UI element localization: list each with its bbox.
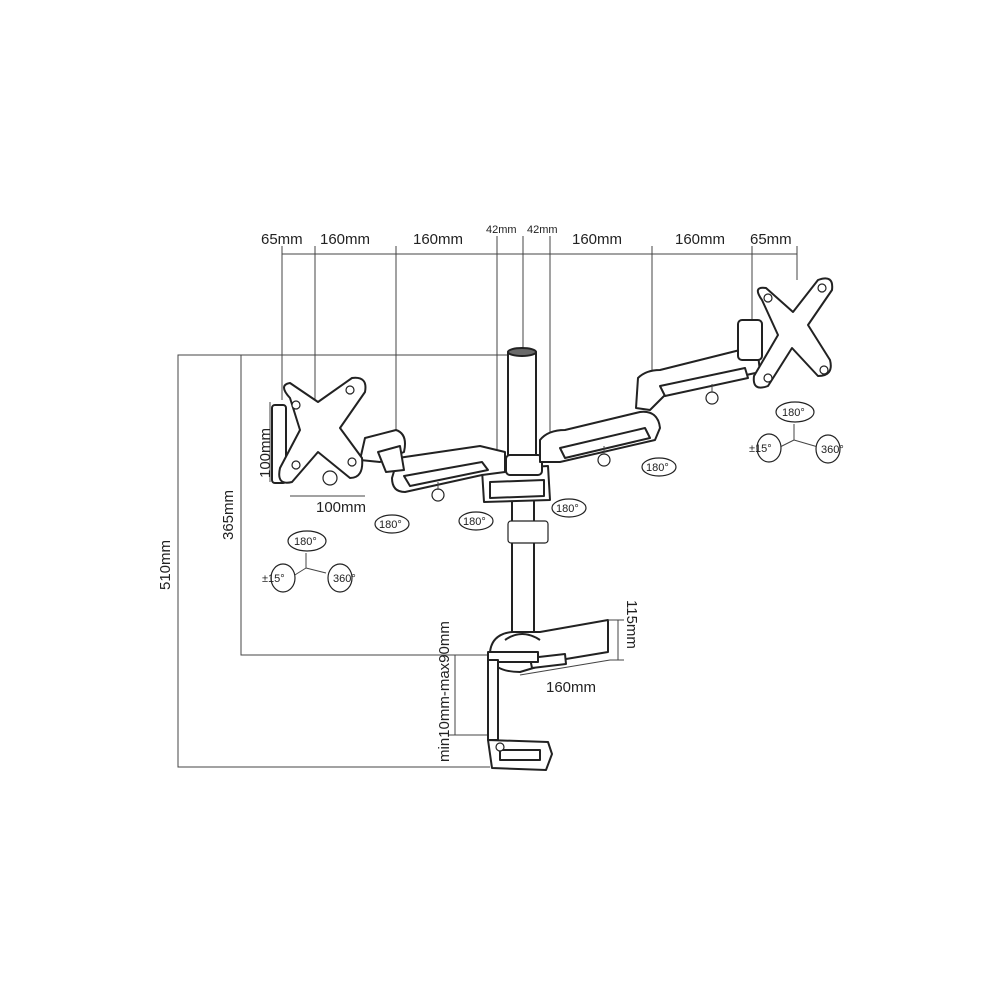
dim-pole-left: 42mm xyxy=(486,224,517,236)
top-dimension-lines xyxy=(281,236,798,462)
rot-right-swivel: 360° xyxy=(821,444,844,456)
side-dimension-lines xyxy=(177,354,510,768)
desk-base xyxy=(489,619,609,673)
dim-vesa-height: 100mm xyxy=(257,428,274,478)
rot-left-tilt-side: ±15° xyxy=(262,573,285,585)
rot-right-tilt-side: ±15° xyxy=(749,443,772,455)
dim-pole-right: 42mm xyxy=(527,224,558,236)
rot-joint-1: 180° xyxy=(379,519,402,531)
dim-base-depth: 160mm xyxy=(546,679,596,696)
dim-pole-height: 365mm xyxy=(220,490,237,540)
rotation-cluster-right xyxy=(756,401,841,464)
right-arm xyxy=(539,349,761,467)
dim-right-arm-outer: 160mm xyxy=(675,231,725,248)
pole xyxy=(507,347,549,647)
dim-left-arm-outer: 160mm xyxy=(320,231,370,248)
left-arm xyxy=(359,429,506,502)
pole-collar xyxy=(481,454,551,503)
rot-joint-4: 180° xyxy=(646,462,669,474)
dim-right-offset: 65mm xyxy=(750,231,792,248)
base-dimension-lines xyxy=(519,619,624,676)
rotation-cluster-left xyxy=(270,530,353,593)
rot-joint-3: 180° xyxy=(556,503,579,515)
left-vesa-plate xyxy=(271,376,367,486)
rot-right-tilt-top: 180° xyxy=(782,407,805,419)
dim-left-offset: 65mm xyxy=(261,231,303,248)
dim-right-arm-inner: 160mm xyxy=(572,231,622,248)
rot-left-tilt-top: 180° xyxy=(294,536,317,548)
dim-left-arm-inner: 160mm xyxy=(413,231,463,248)
vesa-dimension-lines xyxy=(269,402,365,497)
clamp-range-lines xyxy=(449,654,490,736)
right-vesa-plate xyxy=(737,277,834,389)
dim-total-height: 510mm xyxy=(157,540,174,590)
desk-clamp xyxy=(487,651,553,771)
rot-joint-2: 180° xyxy=(463,516,486,528)
rot-left-swivel: 360° xyxy=(333,573,356,585)
dim-base-height: 115mm xyxy=(623,600,640,649)
top-dimension-labels: 65mm 160mm 160mm 42mm 42mm 160mm 160mm 6… xyxy=(261,224,792,248)
dim-vesa-width: 100mm xyxy=(316,499,366,516)
dim-clamp-range: min10mm-max90mm xyxy=(436,621,453,762)
joint-badges xyxy=(374,457,677,534)
